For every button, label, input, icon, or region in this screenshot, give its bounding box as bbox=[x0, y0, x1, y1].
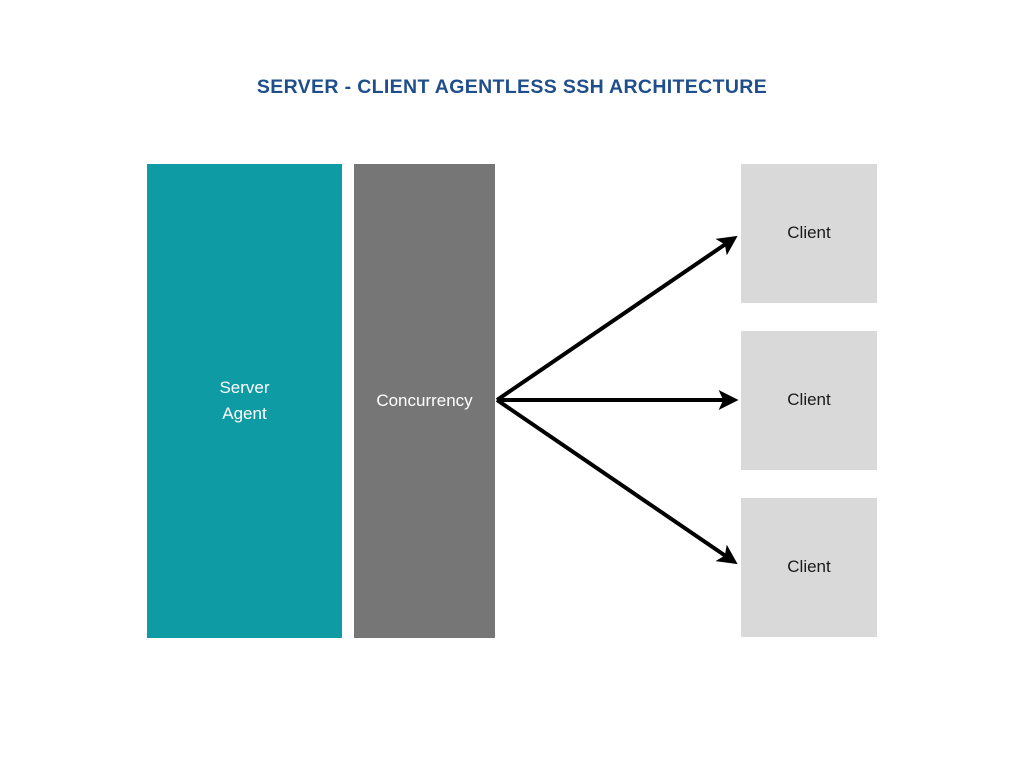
node-client-1-label: Client bbox=[787, 223, 831, 243]
arrow-concurrency-to-client-3 bbox=[495, 398, 738, 565]
node-client-2-label: Client bbox=[787, 390, 831, 410]
node-server-agent[interactable]: Server Agent bbox=[147, 164, 342, 638]
node-server-agent-label: Server Agent bbox=[219, 377, 270, 423]
node-client-2[interactable]: Client bbox=[741, 331, 877, 470]
arrow-concurrency-to-client-1 bbox=[495, 235, 738, 402]
node-concurrency-label: Concurrency bbox=[376, 390, 473, 410]
node-client-1[interactable]: Client bbox=[741, 164, 877, 303]
node-client-3-label: Client bbox=[787, 557, 831, 577]
node-concurrency[interactable]: Concurrency bbox=[354, 164, 495, 638]
page-title: SERVER - CLIENT AGENTLESS SSH ARCHITECTU… bbox=[256, 76, 768, 98]
node-client-3[interactable]: Client bbox=[741, 498, 877, 637]
